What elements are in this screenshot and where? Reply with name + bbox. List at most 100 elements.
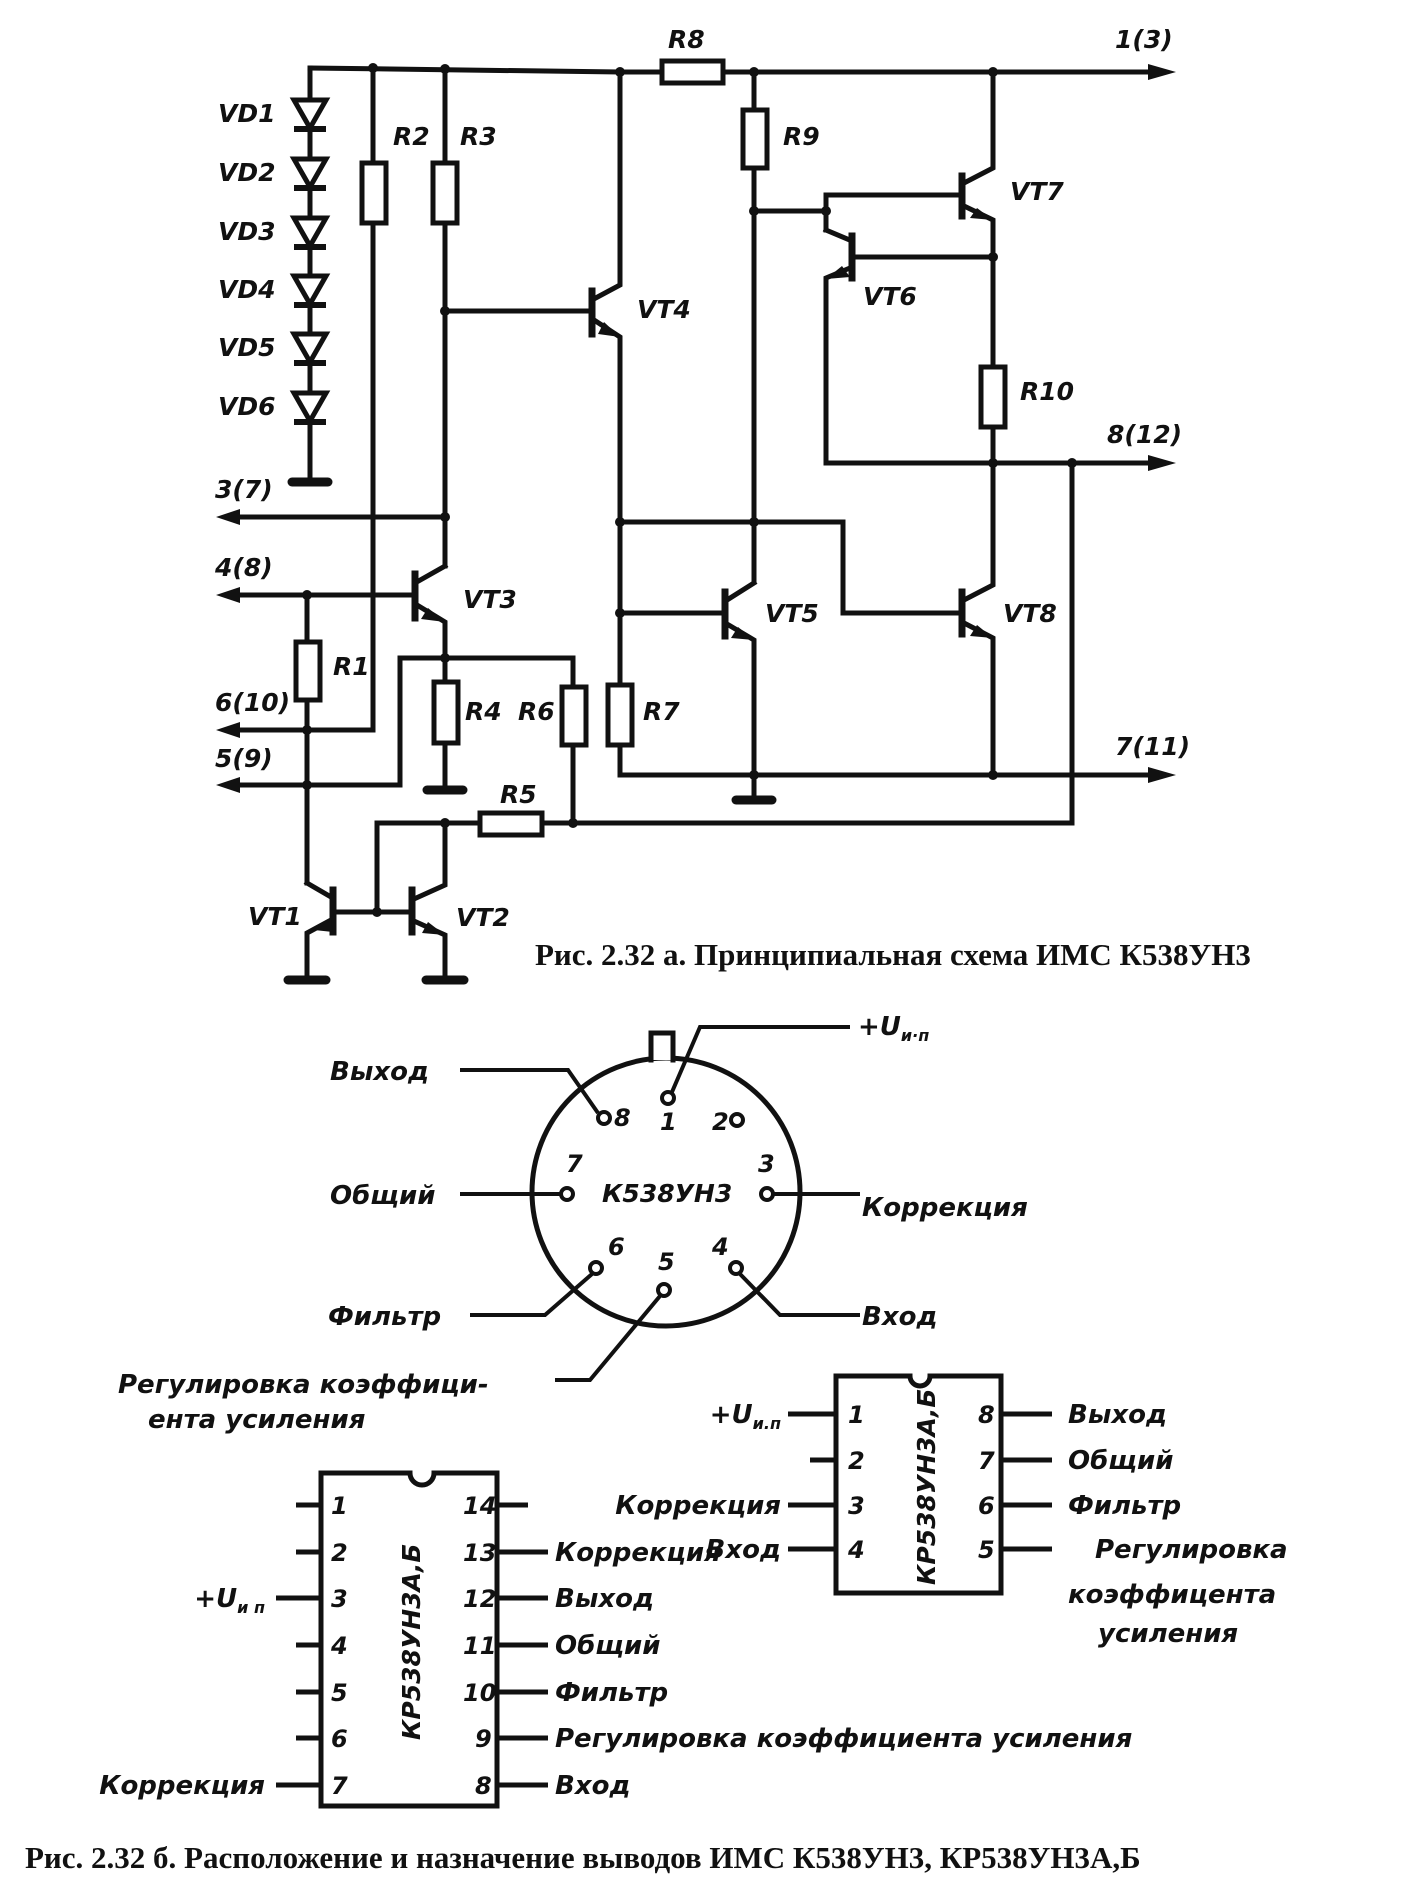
dip8-pin-8: 8 Выход — [978, 1400, 1167, 1430]
pin-hole-8 — [596, 1110, 612, 1126]
diode-label: VD6 — [218, 392, 276, 421]
r5-label: R5 — [500, 780, 537, 809]
pin-number: 5 — [978, 1536, 995, 1564]
pin-4-number: 4 — [711, 1233, 729, 1261]
pin-number: 7 — [978, 1447, 995, 1475]
dip14-pin-10: 10 Фильтр — [463, 1678, 668, 1708]
resistor-r9 — [740, 107, 770, 171]
caption-a: Рис. 2.32 а. Принципиальная схема ИМС К5… — [535, 937, 1251, 972]
dip14-chip-name: КР538УН3А,Б — [397, 1544, 426, 1740]
pin-label: Общий — [555, 1631, 660, 1661]
pin-label: Фильтр — [555, 1678, 668, 1708]
pin-number: 8 — [978, 1401, 995, 1429]
terminal-8-12-label: 8(12) — [1107, 420, 1182, 449]
transistor-vt6-vt7 — [751, 69, 998, 466]
pin-label: +Uи.п — [710, 1400, 781, 1433]
pin-label: Общий — [1068, 1446, 1173, 1476]
arrow-1-3 — [1148, 64, 1176, 80]
pin-label: Выход — [555, 1584, 654, 1614]
pin-label: Регулировка — [1095, 1535, 1288, 1565]
dip14-pin-14: 14 — [463, 1492, 528, 1520]
diode-label: VD5 — [218, 333, 276, 362]
pin-3-number: 3 — [758, 1150, 775, 1178]
pin-hole-6 — [588, 1260, 604, 1276]
transistor-vt4 — [442, 69, 625, 778]
r4-label: R4 — [465, 697, 502, 726]
pin-number: 6 — [331, 1725, 348, 1753]
pin-hole-1 — [660, 1090, 676, 1106]
vt1-label: VT1 — [248, 902, 302, 931]
dip8-gain-line2: коэффицента — [1068, 1580, 1276, 1610]
pin-hole-3 — [759, 1186, 775, 1202]
vt6-label: VT6 — [863, 282, 917, 311]
pin-number: 8 — [475, 1772, 492, 1800]
resistor-r1 — [293, 639, 323, 703]
common-label: Общий — [330, 1181, 435, 1211]
dip14-pin-5: 5 — [296, 1679, 348, 1707]
r9-vt5-branch — [721, 69, 770, 778]
pin-number: 9 — [475, 1725, 492, 1753]
diode-label: VD1 — [218, 99, 276, 128]
r2-label: R2 — [393, 122, 430, 151]
dip8-pin-6: 6 Фильтр — [978, 1491, 1181, 1521]
pin-number: 3 — [331, 1585, 348, 1613]
diode-label: VD2 — [218, 158, 276, 187]
pin-7-number: 7 — [566, 1150, 583, 1178]
transistor-vt2 — [408, 820, 469, 985]
pin-label: Выход — [1068, 1400, 1167, 1430]
pin-number: 2 — [848, 1447, 865, 1475]
pin-number: 12 — [463, 1585, 496, 1613]
resistor-r7 — [605, 682, 635, 748]
terminal-7-11-label: 7(11) — [1115, 732, 1190, 761]
round-chip-name: К538УН3 — [602, 1179, 732, 1208]
vt3-label: VT3 — [463, 585, 517, 614]
pin-label: +Uи п — [194, 1584, 265, 1617]
pin-label: Регулировка коэффициента усиления — [555, 1724, 1132, 1754]
r10-label: R10 — [1020, 377, 1074, 406]
filter-label: Фильтр — [328, 1302, 441, 1332]
pin-label: Фильтр — [1068, 1491, 1181, 1521]
pin-number: 6 — [978, 1492, 995, 1520]
r10-vt8-branch — [958, 364, 1176, 778]
pin-number: 3 — [848, 1492, 865, 1520]
round-package: К538УН3 8 1 2 7 3 6 4 5 +Uи·п Выход Общи… — [118, 1012, 1028, 1435]
diode-label: VD3 — [218, 217, 276, 246]
pin-label: Вход — [706, 1535, 781, 1565]
vt7-label: VT7 — [1010, 177, 1064, 206]
diode-label: VD4 — [218, 275, 276, 304]
pin-5-number: 5 — [658, 1248, 675, 1276]
r9-label: R9 — [783, 122, 820, 151]
r3-branch — [430, 66, 460, 569]
pin-number: 13 — [463, 1539, 496, 1567]
r6-label: R6 — [518, 697, 555, 726]
transistor-vt1 — [283, 879, 415, 985]
r4-branch — [422, 679, 468, 795]
terminal-6-10-label: 6(10) — [215, 688, 290, 717]
pin-hole-7 — [559, 1186, 575, 1202]
dip8-pin-2: 2 — [810, 1447, 865, 1475]
r1-branch — [293, 592, 323, 886]
dip14-pin-12: 12 Выход — [463, 1584, 654, 1614]
pin-number: 5 — [331, 1679, 348, 1707]
input-label: Вход — [862, 1302, 937, 1332]
supply-rail — [307, 63, 1176, 80]
dip8-pin-5: 5 Регулировка — [978, 1535, 1288, 1565]
diode-vd5: VD5 — [218, 331, 331, 368]
resistor-r3 — [430, 160, 460, 226]
pin-number: 4 — [330, 1632, 348, 1660]
diode-vd3: VD3 — [218, 215, 331, 252]
dip14-pin-2: 2 — [296, 1539, 348, 1567]
pin-number: 10 — [463, 1679, 496, 1707]
resistor-r4 — [431, 679, 461, 746]
correction-label: Коррекция — [862, 1193, 1028, 1223]
resistor-r6 — [559, 684, 589, 748]
r8-label: R8 — [668, 25, 705, 54]
gain-label-line2: ента усиления — [148, 1405, 365, 1435]
